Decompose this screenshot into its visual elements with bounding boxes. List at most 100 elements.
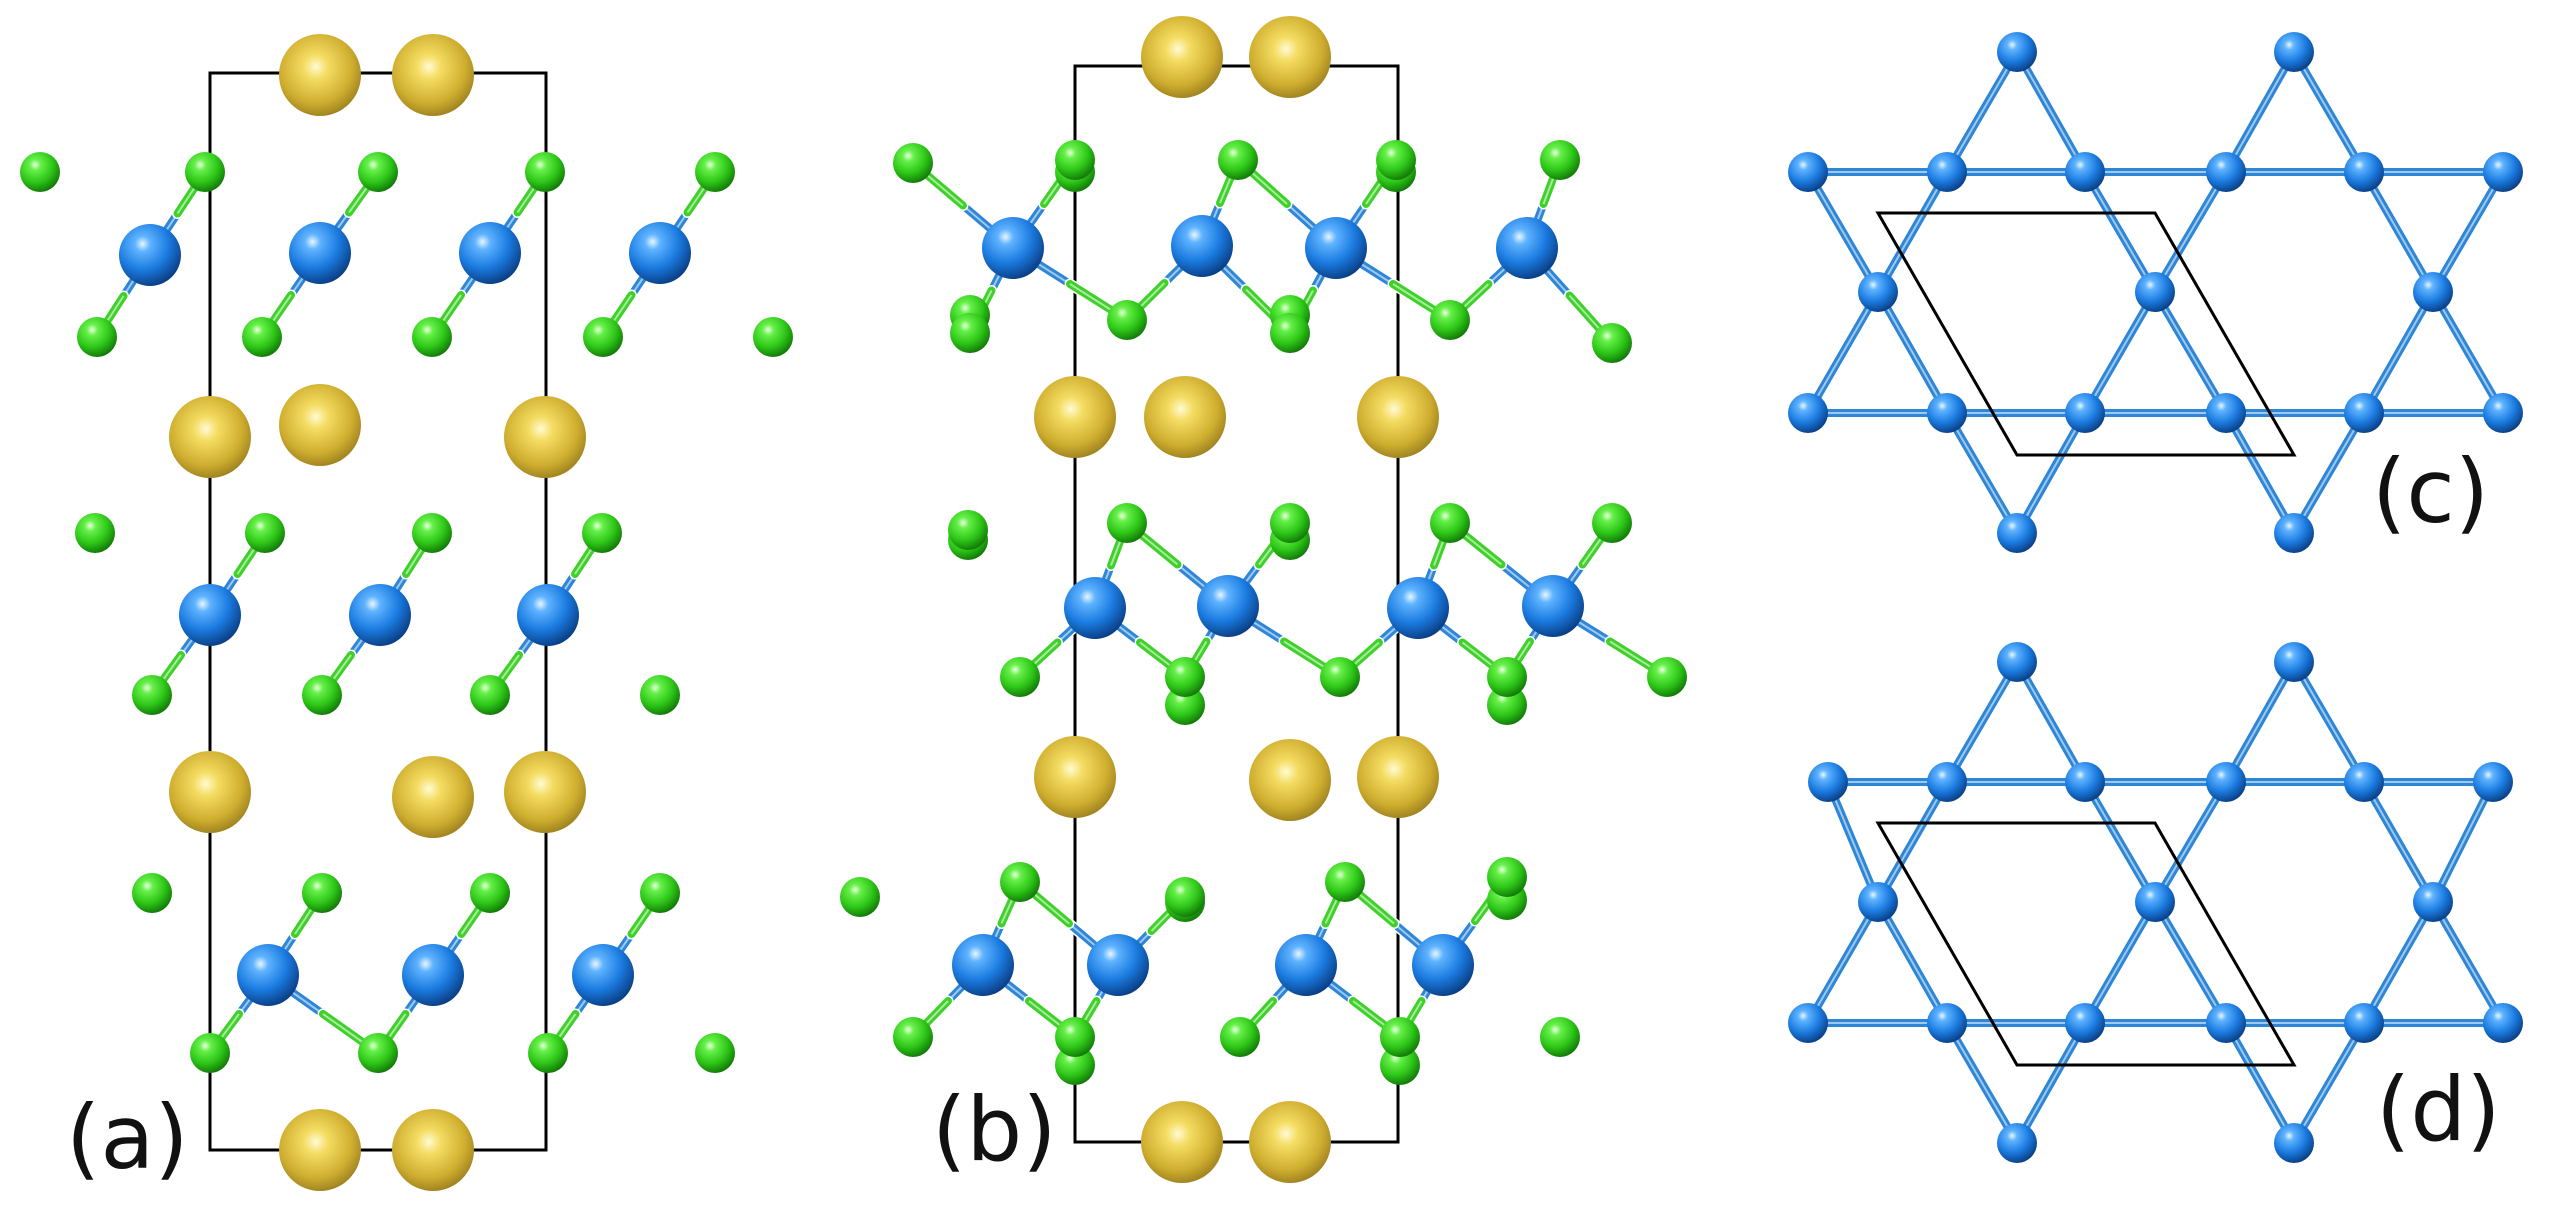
bond-highlight: [2225, 1022, 2295, 1144]
halide-atom: [1325, 862, 1365, 902]
panel-c-label: (c): [2372, 440, 2489, 543]
cation-atom: [504, 396, 586, 478]
metal-atom: [349, 584, 411, 646]
halide-atom: [1055, 1045, 1095, 1085]
bond-highlight: [1877, 901, 1948, 1024]
metal-atom: [1087, 934, 1149, 996]
bond-highlight: [2154, 171, 2227, 293]
cation-atom: [1141, 16, 1223, 98]
halide-atom: [190, 1033, 230, 1073]
kagome-atom: [1997, 1123, 2037, 1163]
metal-atom: [289, 222, 351, 284]
bond-highlight: [1946, 51, 2018, 173]
halide-atom: [245, 513, 285, 553]
halide-atom: [583, 317, 623, 357]
kagome-atom: [2483, 152, 2523, 192]
cation-atom: [1144, 376, 1226, 458]
halide-atom: [1380, 1045, 1420, 1085]
bond-highlight: [2293, 661, 2365, 783]
halide-atom: [77, 317, 117, 357]
kagome-atom: [2274, 32, 2314, 72]
kagome-atom: [1997, 32, 2037, 72]
kagome-atom: [1858, 272, 1898, 312]
kagome-atom: [1808, 762, 1848, 802]
bond-highlight: [1807, 291, 1879, 414]
kagome-atom: [2274, 1123, 2314, 1163]
halide-atom: [1270, 503, 1310, 543]
halide-atom: [1055, 1017, 1095, 1057]
metal-atom: [1197, 575, 1259, 637]
halide-atom: [185, 152, 225, 192]
metal-atom: [1496, 217, 1558, 279]
bond-highlight: [1877, 781, 1948, 903]
halide-atom: [1107, 300, 1147, 340]
bond-highlight: [2363, 291, 2434, 414]
cation-atom: [279, 34, 361, 116]
halide-atom: [948, 510, 988, 550]
halide-atom: [1430, 300, 1470, 340]
halide-atom: [242, 317, 282, 357]
cation-atom: [392, 1109, 474, 1191]
kagome-atom: [2344, 762, 2384, 802]
metal-atom: [1522, 575, 1584, 637]
halide-atom: [1592, 503, 1632, 543]
kagome-atom: [2065, 762, 2105, 802]
metal-atom: [1171, 215, 1233, 277]
kagome-atom: [1927, 1003, 1967, 1043]
metal-atom: [1387, 577, 1449, 639]
halide-atom: [1000, 862, 1040, 902]
kagome-atom: [2344, 152, 2384, 192]
halide-atom: [20, 152, 60, 192]
cation-atom: [1249, 1101, 1331, 1183]
halide-atom: [1380, 1017, 1420, 1057]
halide-atom: [1165, 877, 1205, 917]
metal-atom: [629, 222, 691, 284]
bond-highlight: [2154, 781, 2227, 903]
kagome-atom: [2065, 393, 2105, 433]
bond-highlight: [1877, 291, 1948, 414]
halide-atom: [470, 675, 510, 715]
halide-atom: [582, 513, 622, 553]
kagome-atom: [2274, 642, 2314, 682]
cation-atom: [1034, 736, 1116, 818]
kagome-atom: [1927, 152, 1967, 192]
halide-atom: [1107, 503, 1147, 543]
halide-atom: [640, 873, 680, 913]
kagome-atom: [2413, 882, 2453, 922]
halide-atom: [528, 1033, 568, 1073]
halide-atom: [1320, 657, 1360, 697]
halide-atom: [1270, 313, 1310, 353]
halide-atom: [132, 873, 172, 913]
kagome-atom: [1927, 393, 1967, 433]
bond-highlight: [2293, 51, 2365, 173]
halide-atom: [358, 1033, 398, 1073]
bond-highlight: [2293, 1022, 2365, 1144]
bond-highlight: [2016, 661, 2086, 783]
bond-highlight: [2154, 901, 2227, 1024]
bond-highlight: [2084, 291, 2156, 414]
halide-atom: [1487, 685, 1527, 725]
kagome-atom: [2206, 1003, 2246, 1043]
halide-atom: [1220, 1017, 1260, 1057]
halide-atom: [1540, 1017, 1580, 1057]
bond-highlight: [2225, 412, 2295, 534]
kagome-atom: [2483, 393, 2523, 433]
kagome-atom: [2065, 152, 2105, 192]
panel-c-kagome-lattice: [1788, 32, 2523, 553]
halide-atom: [412, 513, 452, 553]
metal-atom: [237, 944, 299, 1006]
cation-atom: [504, 751, 586, 833]
halide-atom: [640, 675, 680, 715]
halide-atom: [1592, 323, 1632, 363]
halide-atom: [695, 152, 735, 192]
halide-atom: [1165, 685, 1205, 725]
bond-highlight: [2084, 901, 2156, 1024]
bond-highlight: [2432, 171, 2504, 293]
cation-atom: [169, 751, 251, 833]
halide-atom: [1218, 140, 1258, 180]
metal-atom: [119, 224, 181, 286]
halide-atom: [302, 675, 342, 715]
halide-atom: [893, 143, 933, 183]
bond-highlight: [2432, 291, 2504, 414]
metal-atom: [1064, 577, 1126, 639]
